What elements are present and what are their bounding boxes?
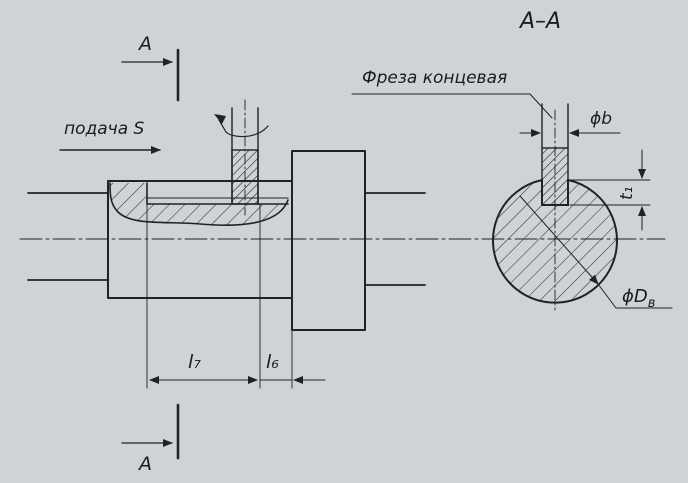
dim-label-t1: t₁ <box>617 187 637 200</box>
right-shaft-segment <box>364 192 426 286</box>
end-mill-side <box>214 99 269 216</box>
dim-line-D <box>519 195 599 285</box>
section-cut-top: A <box>121 33 180 102</box>
cut-label-bottom: A <box>137 453 152 475</box>
rotation-arrow-icon <box>214 114 226 124</box>
tool-label: Фреза концевая <box>362 68 507 88</box>
dim-label-l6: l₆ <box>266 351 279 373</box>
dim-label-D: ϕDв <box>622 286 655 311</box>
dim-label-l7: l₇ <box>188 351 201 373</box>
section-cut-bottom: A <box>121 403 180 475</box>
left-shaft-segment <box>27 192 109 281</box>
section-view: A–A Фреза концевая ϕb t₁ ϕDв <box>351 9 673 311</box>
dim-label-b: ϕb <box>590 109 612 129</box>
section-title: A–A <box>518 9 561 34</box>
rotation-arrow-arc <box>225 125 269 138</box>
tool-leader-line <box>351 93 553 119</box>
feed-annotation: подача S <box>59 119 161 154</box>
length-dimensions: l₇ l₆ <box>146 203 326 389</box>
shaft-collar <box>291 150 366 331</box>
dim-leader-D <box>597 283 673 309</box>
feed-label: подача S <box>64 119 145 139</box>
end-mill-section-shank <box>541 103 569 149</box>
cut-label-top: A <box>137 33 152 55</box>
